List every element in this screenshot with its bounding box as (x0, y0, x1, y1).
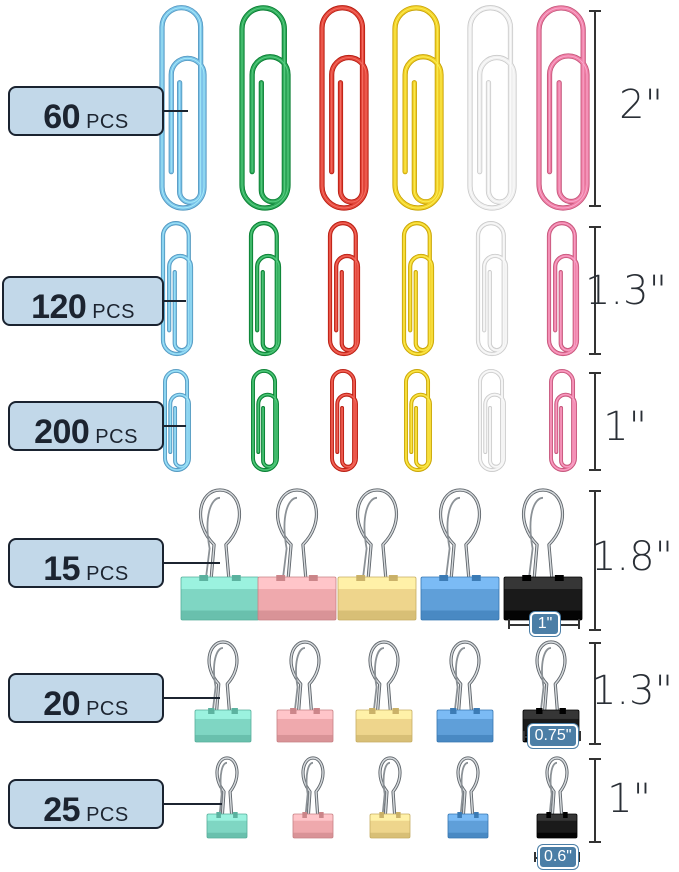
quantity-count: 60 (43, 98, 81, 136)
dimension-cap (578, 619, 580, 629)
binder-clip (536, 756, 578, 839)
leader-line (164, 697, 220, 699)
binder-clip (420, 488, 500, 621)
height-dimension-line (594, 372, 596, 470)
dimension-cap (589, 758, 601, 760)
width-tag-row-4: 1" (530, 612, 560, 636)
quantity-unit: PCS (86, 698, 129, 720)
dimension-cap (589, 469, 601, 471)
binder-clip (206, 756, 248, 839)
dimension-cap (579, 731, 581, 741)
quantity-count: 200 (34, 413, 90, 451)
quantity-label-row-4: 15 PCS (8, 538, 164, 588)
quantity-label-row-6: 25 PCS (8, 779, 164, 829)
quantity-label-row-1: 60 PCS (8, 86, 164, 136)
binder-clip (194, 640, 252, 743)
quantity-label-row-3: 200 PCS (8, 401, 164, 451)
quantity-count: 25 (43, 791, 81, 829)
height-dimension-line (594, 490, 596, 630)
paperclip (327, 221, 361, 357)
size-label-row-1: 2" (619, 82, 663, 128)
binder-clip (447, 756, 489, 839)
height-dimension-line (594, 10, 596, 206)
binder-clip (503, 488, 583, 621)
paperclip (319, 5, 369, 211)
paperclip (392, 5, 444, 211)
binder-clip (369, 756, 411, 839)
leader-line (164, 562, 220, 564)
leader-line (164, 300, 186, 302)
dimension-cap (589, 841, 601, 843)
height-dimension-line (594, 758, 596, 842)
paperclip (401, 221, 435, 357)
paperclip (159, 5, 207, 211)
height-dimension-line (594, 226, 596, 354)
quantity-label-row-2: 120 PCS (2, 276, 164, 326)
paperclip (478, 369, 506, 472)
quantity-count: 20 (43, 685, 81, 723)
size-label-row-5: 1.3" (590, 668, 673, 714)
binder-clip (257, 488, 337, 621)
quantity-unit: PCS (95, 426, 138, 448)
dimension-cap (589, 629, 601, 631)
quantity-unit: PCS (86, 563, 129, 585)
size-label-row-3: 1" (603, 404, 647, 450)
binder-clip (276, 640, 334, 743)
quantity-unit: PCS (92, 301, 135, 323)
dimension-cap (578, 852, 580, 862)
binder-clip (292, 756, 334, 839)
paperclip (251, 369, 279, 472)
paperclip (330, 369, 358, 472)
binder-clip (355, 640, 413, 743)
dimension-cap (589, 372, 601, 374)
quantity-label-row-5: 20 PCS (8, 673, 164, 723)
paperclip (467, 5, 517, 211)
paperclip (549, 369, 577, 472)
binder-clip (436, 640, 494, 743)
size-label-row-4: 1.8" (590, 534, 673, 580)
quantity-count: 120 (31, 288, 87, 326)
quantity-unit: PCS (86, 804, 129, 826)
dimension-cap (534, 852, 536, 862)
paperclip (404, 369, 432, 472)
leader-line (164, 425, 186, 427)
paperclip (160, 221, 194, 357)
paperclip (475, 221, 509, 357)
quantity-unit: PCS (86, 111, 129, 133)
width-tag-row-5: 0.75" (528, 724, 578, 748)
dimension-cap (589, 353, 601, 355)
paperclip (163, 369, 191, 472)
dimension-cap (523, 731, 525, 741)
leader-line (164, 803, 222, 805)
dimension-cap (589, 226, 601, 228)
dimension-cap (589, 642, 601, 644)
paperclip (546, 221, 580, 357)
dimension-cap (508, 619, 510, 629)
width-tag-row-6: 0.6" (538, 845, 578, 869)
binder-clip (337, 488, 417, 621)
size-label-row-6: 1" (607, 776, 651, 822)
dimension-cap (589, 205, 601, 207)
paperclip (248, 221, 282, 357)
height-dimension-line (594, 642, 596, 744)
dimension-cap (589, 490, 601, 492)
dimension-cap (589, 743, 601, 745)
paperclip (536, 5, 590, 211)
paperclip (239, 5, 291, 211)
quantity-count: 15 (43, 550, 81, 588)
leader-line (164, 110, 188, 112)
size-label-row-2: 1.3" (584, 268, 667, 314)
binder-clip (180, 488, 260, 621)
dimension-cap (589, 10, 601, 12)
